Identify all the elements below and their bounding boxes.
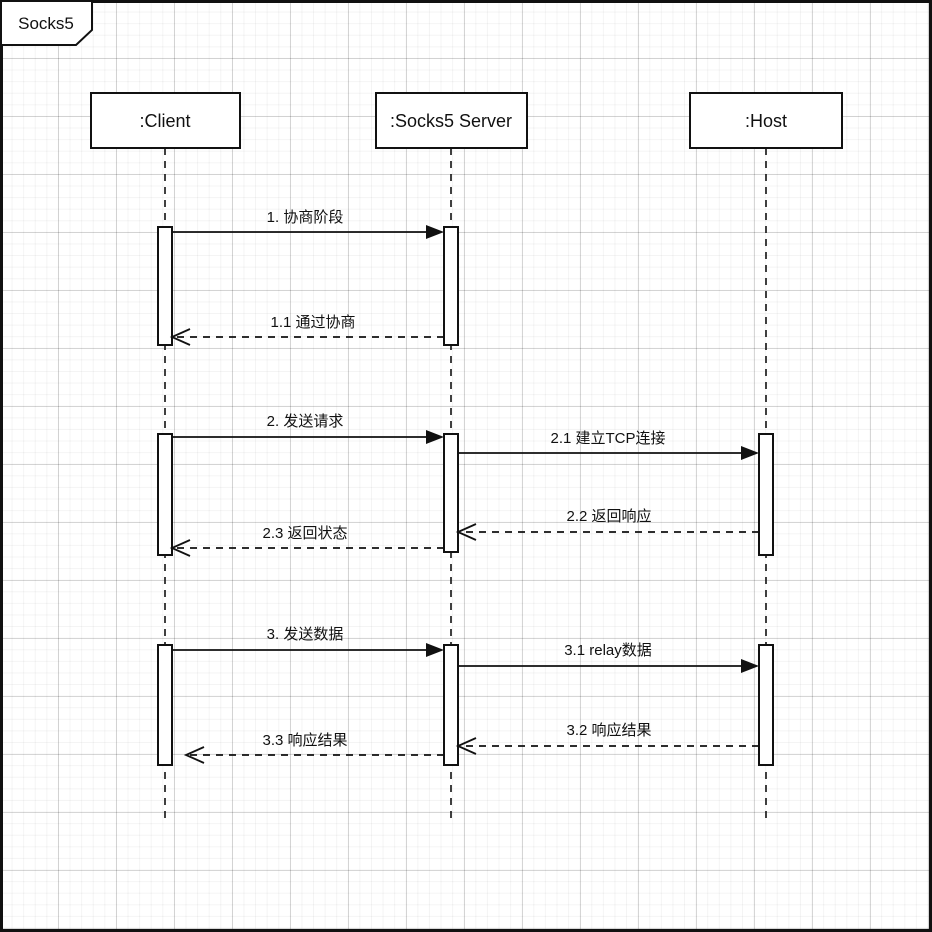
lifeline-label-host: :Host [745,111,787,131]
activation-bar-host-3 [758,644,774,766]
message-3-2-arrowhead [455,737,477,755]
activation-bar-server-2 [443,433,459,553]
activation-bar-server-1 [443,226,459,346]
message-3-3-label: 3.3 响应结果 [262,731,347,749]
activation-bar-client-3 [157,644,173,766]
message-3-3[interactable]: 3.3 响应结果 [183,731,444,764]
activation-bar-server-3 [443,644,459,766]
message-2-3[interactable]: 2.3 返回状态 [169,525,444,557]
message-2-3-arrowhead [169,539,191,557]
activation-bar-client-2 [157,433,173,556]
message-2-1-arrowhead [741,446,759,460]
message-2-2-label: 2.2 返回响应 [566,507,651,525]
message-3[interactable]: 3. 发送数据 [172,626,444,657]
message-3-2-label: 3.2 响应结果 [566,721,651,739]
message-2-3-label: 2.3 返回状态 [262,525,347,542]
lifeline-label-server: :Socks5 Server [390,111,512,131]
message-2-1[interactable]: 2.1 建立TCP连接 [458,430,759,460]
message-1-arrowhead [426,225,444,239]
message-2-label: 2. 发送请求 [267,413,344,430]
message-3-2[interactable]: 3.2 响应结果 [455,721,759,755]
frame-label-tab [0,0,93,46]
activation-bar-host-2 [758,433,774,556]
activation-bar-client-1 [157,226,173,346]
lifeline-box-host[interactable] [689,92,843,149]
message-3-arrowhead [426,643,444,657]
message-2-1-label: 2.1 建立TCP连接 [550,430,665,447]
message-3-1[interactable]: 3.1 relay数据 [458,642,759,673]
message-1[interactable]: 1. 协商阶段 [172,209,444,239]
message-3-1-label: 3.1 relay数据 [564,642,652,659]
lifeline-label-client: :Client [139,111,190,131]
lifeline-head-client[interactable]: :Client [90,92,241,149]
lifeline-head-host[interactable]: :Host [689,92,843,149]
message-1-1-arrowhead [169,328,191,346]
message-1-1-label: 1.1 通过协商 [270,314,355,331]
lifeline-head-server[interactable]: :Socks5 Server [375,92,528,149]
message-1-1[interactable]: 1.1 通过协商 [169,314,444,346]
message-2[interactable]: 2. 发送请求 [172,413,444,444]
lifeline-box-client[interactable] [90,92,241,149]
message-3-3-arrowhead [183,746,205,764]
message-1-label: 1. 协商阶段 [267,209,344,226]
message-3-1-arrowhead [741,659,759,673]
message-2-2-arrowhead [455,523,477,541]
message-2-arrowhead [426,430,444,444]
message-2-2[interactable]: 2.2 返回响应 [455,507,759,541]
message-3-label: 3. 发送数据 [267,626,344,643]
frame-label-text: Socks5 [18,14,74,33]
